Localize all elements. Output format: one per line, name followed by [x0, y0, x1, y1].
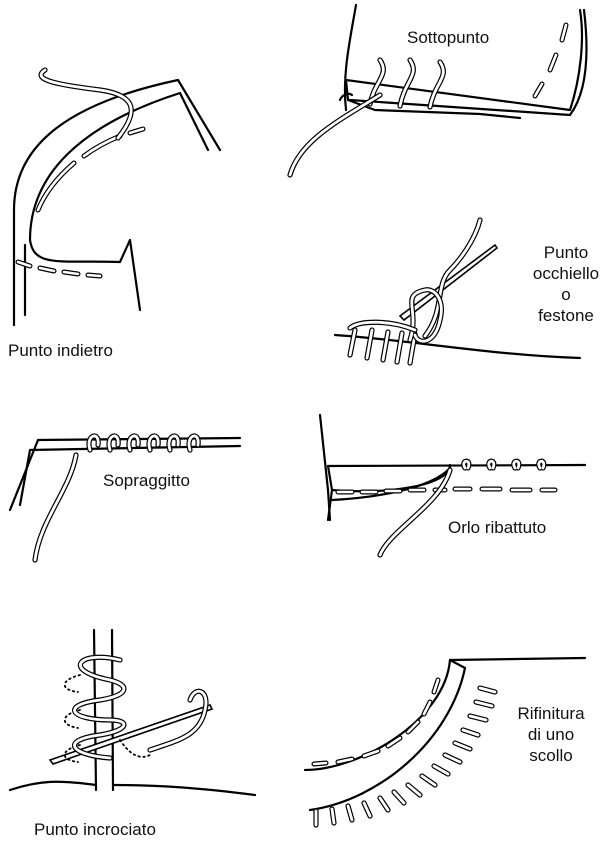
punto-incrociato-illustration	[0, 610, 280, 842]
label-punto-incrociato: Punto incrociato	[34, 819, 156, 840]
panel-punto-incrociato: Punto incrociato	[0, 610, 280, 842]
buttonhole-thread	[350, 220, 480, 363]
label-rifinitura-scollo: Rifinitura di uno scollo	[498, 703, 604, 766]
label-line: festone	[520, 305, 604, 326]
label-line: o	[520, 284, 604, 305]
panel-orlo-ribattuto: Orlo ribattuto	[310, 410, 604, 580]
label-line: di uno	[498, 724, 604, 745]
label-line: scollo	[498, 745, 604, 766]
backstitch-thread	[18, 70, 143, 276]
orlo-ribattuto-illustration	[310, 410, 604, 580]
punto-indietro-illustration	[0, 0, 300, 380]
hem-thread	[338, 461, 555, 555]
sopraggitto-illustration	[0, 410, 260, 580]
panel-rifinitura-scollo: Rifinitura di uno scollo	[300, 640, 604, 842]
label-line: occhiello	[520, 263, 604, 284]
label-punto-indietro: Punto indietro	[8, 340, 113, 361]
panel-sopraggitto: Sopraggitto	[0, 410, 260, 580]
panel-punto-indietro: Punto indietro	[0, 0, 300, 380]
label-punto-occhiello: Punto occhiello o festone	[520, 242, 604, 326]
catch-stitch-thread	[65, 657, 206, 762]
overcast-thread	[35, 436, 198, 560]
label-line: Punto	[520, 242, 604, 263]
label-sottopunto: Sottopunto	[407, 27, 489, 48]
label-line: Rifinitura	[498, 703, 604, 724]
label-orlo-ribattuto: Orlo ribattuto	[448, 517, 546, 538]
panel-sottopunto: Sottopunto	[280, 0, 604, 190]
label-sopraggitto: Sopraggitto	[103, 470, 190, 491]
panel-punto-occhiello: Punto occhiello o festone	[330, 200, 604, 380]
